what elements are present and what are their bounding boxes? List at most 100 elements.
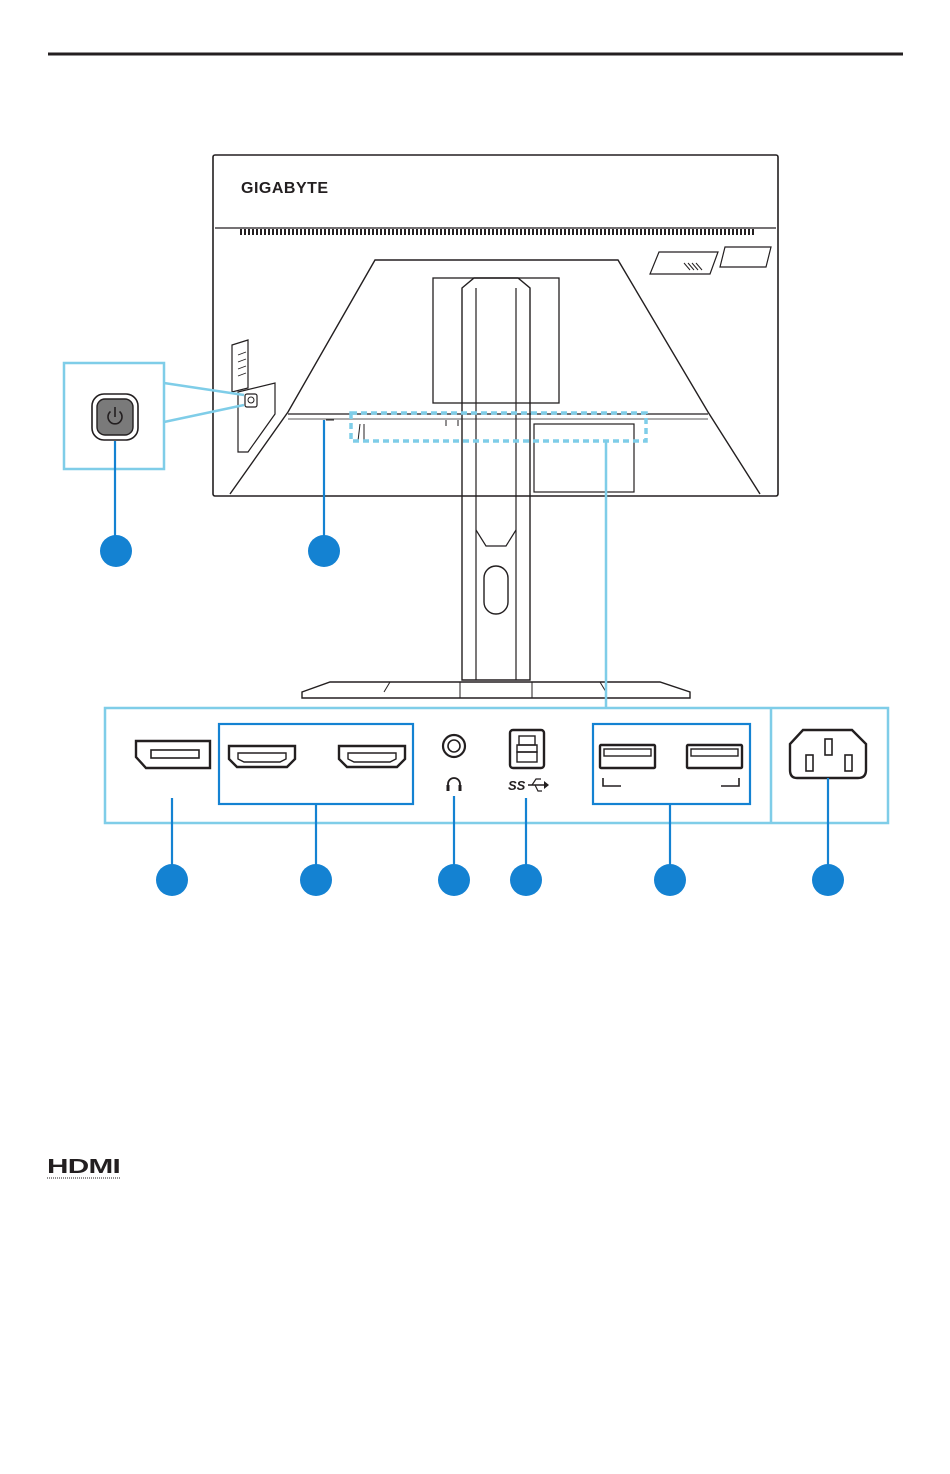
vent-slot xyxy=(380,229,382,235)
callout-marker xyxy=(300,864,332,896)
vent-slot xyxy=(412,229,414,235)
vent-slot xyxy=(404,229,406,235)
vent-slot xyxy=(556,229,558,235)
headphone-jack xyxy=(443,735,465,757)
vent-slot xyxy=(344,229,346,235)
vent-slot xyxy=(384,229,386,235)
vent-slot xyxy=(504,229,506,235)
displayport-port-icon xyxy=(136,741,210,768)
vent-slot xyxy=(424,229,426,235)
vent-slot xyxy=(528,229,530,235)
vent-slot xyxy=(312,229,314,235)
vent-slot xyxy=(260,229,262,235)
vent-slot xyxy=(596,229,598,235)
vent-slot xyxy=(288,229,290,235)
vent-slot xyxy=(540,229,542,235)
vent-slot xyxy=(492,229,494,235)
vent-slot xyxy=(532,229,534,235)
vent-slot xyxy=(316,229,318,235)
vent-slot xyxy=(244,229,246,235)
vent-slot xyxy=(400,229,402,235)
vent-slot xyxy=(280,229,282,235)
callout-marker xyxy=(100,535,132,567)
vent-slot xyxy=(356,229,358,235)
vent-slot xyxy=(296,229,298,235)
vent-slot xyxy=(748,229,750,235)
vent-slot xyxy=(568,229,570,235)
vent-slot xyxy=(664,229,666,235)
vent-slot xyxy=(300,229,302,235)
usb-a-port-icon xyxy=(687,745,742,768)
vent-slot xyxy=(420,229,422,235)
vent-slot xyxy=(276,229,278,235)
power-button-zoom xyxy=(64,363,244,469)
vent-slot xyxy=(560,229,562,235)
vent-slot xyxy=(576,229,578,235)
vent-slot xyxy=(496,229,498,235)
vent-slot xyxy=(368,229,370,235)
callout-marker xyxy=(654,864,686,896)
vent-slot xyxy=(428,229,430,235)
vent-slot xyxy=(416,229,418,235)
vent-slot xyxy=(724,229,726,235)
vent-slot xyxy=(340,229,342,235)
vent-slot xyxy=(676,229,678,235)
vent-slot xyxy=(548,229,550,235)
vent-slot xyxy=(612,229,614,235)
vent-slot xyxy=(472,229,474,235)
callout-marker xyxy=(438,864,470,896)
vent-slot xyxy=(332,229,334,235)
vent-slot xyxy=(512,229,514,235)
vent-slot xyxy=(656,229,658,235)
usb-ss-label: SS xyxy=(508,778,526,793)
vent-grille xyxy=(240,229,754,235)
vent-slot xyxy=(684,229,686,235)
vent-slot xyxy=(740,229,742,235)
vent-slot xyxy=(752,229,754,235)
vent-slot xyxy=(640,229,642,235)
vent-slot xyxy=(604,229,606,235)
hdmi-port-icon xyxy=(229,746,295,767)
callout-marker xyxy=(308,535,340,567)
vent-slot xyxy=(728,229,730,235)
vent-slot xyxy=(704,229,706,235)
vent-slot xyxy=(708,229,710,235)
vent-slot xyxy=(484,229,486,235)
vent-slot xyxy=(552,229,554,235)
vent-slot xyxy=(668,229,670,235)
vent-slot xyxy=(564,229,566,235)
vent-slot xyxy=(584,229,586,235)
vent-slot xyxy=(700,229,702,235)
vent-slot xyxy=(732,229,734,235)
vent-slot xyxy=(328,229,330,235)
vent-slot xyxy=(524,229,526,235)
vent-slot xyxy=(468,229,470,235)
vent-slot xyxy=(660,229,662,235)
vent-slot xyxy=(572,229,574,235)
vent-slot xyxy=(460,229,462,235)
vent-slot xyxy=(520,229,522,235)
vent-slot xyxy=(744,229,746,235)
vent-slot xyxy=(628,229,630,235)
vent-slot xyxy=(500,229,502,235)
vent-slot xyxy=(352,229,354,235)
vent-slot xyxy=(516,229,518,235)
vent-slot xyxy=(624,229,626,235)
ac-power-inlet-icon xyxy=(790,730,866,778)
vent-slot xyxy=(508,229,510,235)
vent-slot xyxy=(644,229,646,235)
vent-slot xyxy=(324,229,326,235)
vent-slot xyxy=(320,229,322,235)
vent-slot xyxy=(304,229,306,235)
vent-slot xyxy=(360,229,362,235)
vent-slot xyxy=(432,229,434,235)
vent-slot xyxy=(712,229,714,235)
vent-slot xyxy=(372,229,374,235)
vent-slot xyxy=(440,229,442,235)
vent-slot xyxy=(592,229,594,235)
vent-slot xyxy=(264,229,266,235)
vent-slot xyxy=(364,229,366,235)
vent-slot xyxy=(716,229,718,235)
port-area-highlight xyxy=(351,413,646,441)
vent-slot xyxy=(396,229,398,235)
